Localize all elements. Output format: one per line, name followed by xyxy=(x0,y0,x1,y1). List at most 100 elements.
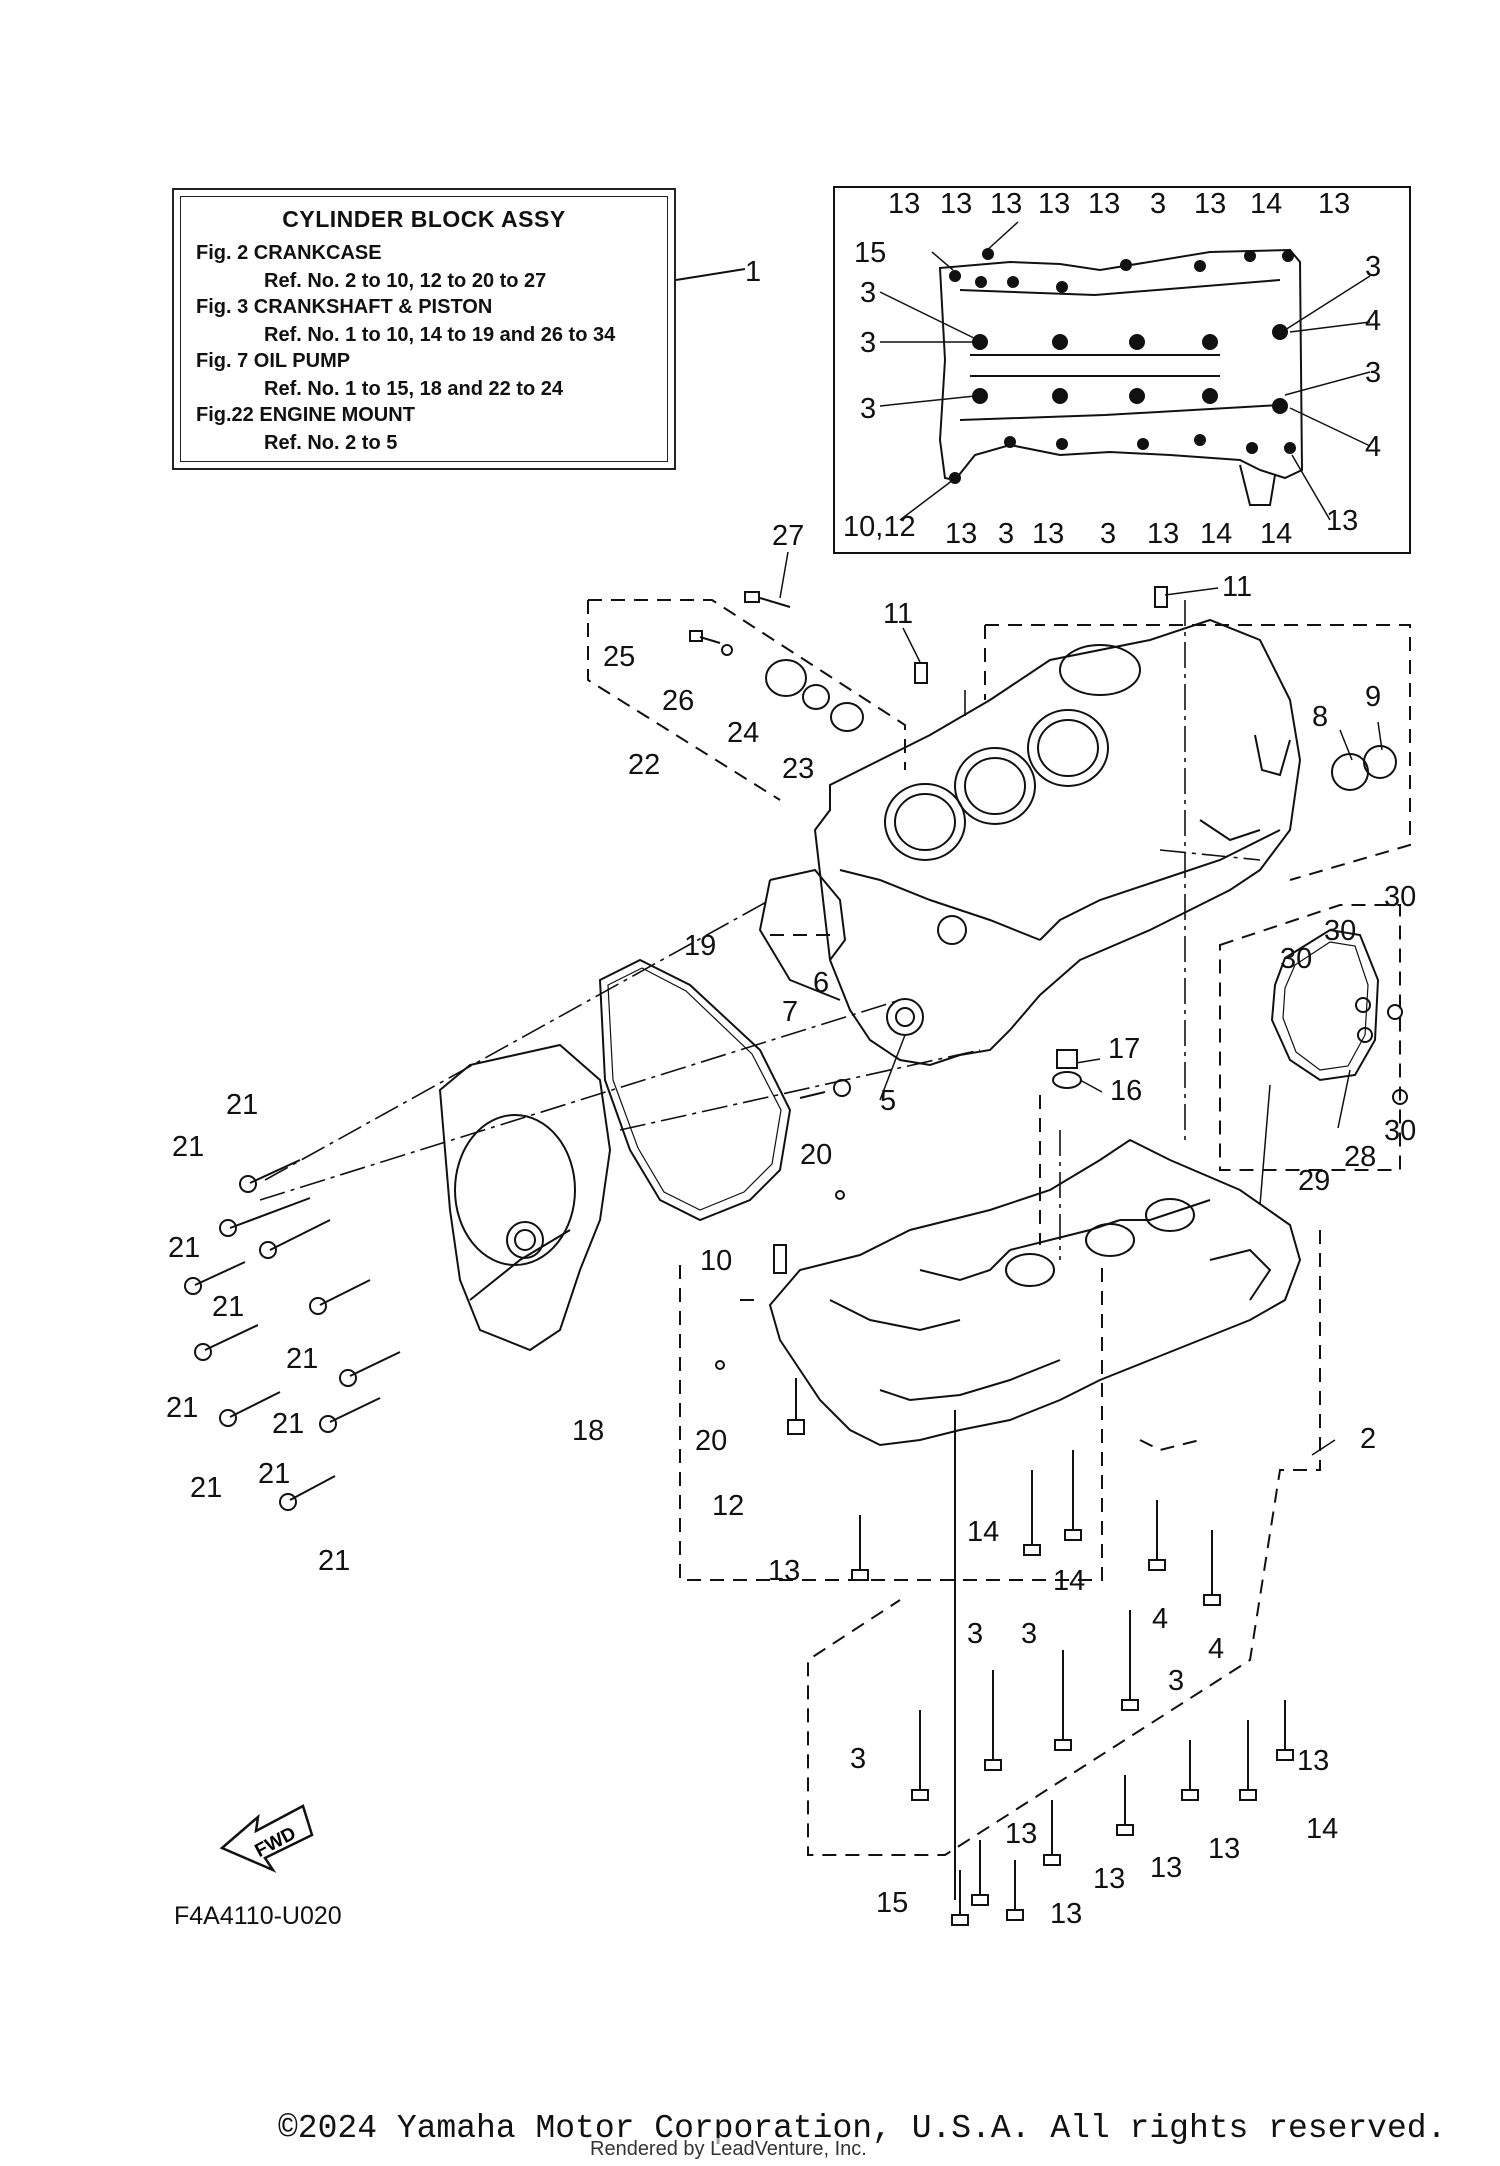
callout-1: 1 xyxy=(745,256,761,288)
inset-crankcase-outline xyxy=(938,248,1304,506)
callout-16: 16 xyxy=(1110,1075,1142,1107)
svg-text:13: 13 xyxy=(1194,188,1226,220)
callout-22: 22 xyxy=(628,749,660,781)
alignment-lines xyxy=(259,600,1261,1260)
svg-text:13: 13 xyxy=(1147,518,1179,550)
lower-crankcase xyxy=(768,1138,1302,1447)
svg-text:14: 14 xyxy=(1260,518,1292,550)
callout-2: 2 xyxy=(1360,1423,1376,1455)
legend-box: CYLINDER BLOCK ASSY Fig. 2 CRANKCASE Ref… xyxy=(172,188,676,470)
callout-29: 29 xyxy=(1298,1165,1330,1197)
svg-text:13: 13 xyxy=(1050,1898,1082,1930)
svg-text:30: 30 xyxy=(1384,1115,1416,1147)
callout-18: 18 xyxy=(572,1415,604,1447)
rendered-by-notice: Rendered by LeadVenture, Inc. xyxy=(590,2138,867,2161)
svg-text:3: 3 xyxy=(967,1618,983,1650)
svg-text:30: 30 xyxy=(1384,881,1416,913)
svg-text:21: 21 xyxy=(212,1291,244,1323)
svg-text:3: 3 xyxy=(1365,357,1381,389)
svg-text:21: 21 xyxy=(258,1458,290,1490)
gasket xyxy=(598,958,792,1222)
svg-text:11: 11 xyxy=(1222,571,1252,603)
callout-4: 4 xyxy=(1365,305,1381,337)
svg-text:14: 14 xyxy=(1200,518,1232,550)
svg-text:13: 13 xyxy=(1326,505,1358,537)
callout-6: 6 xyxy=(813,967,829,999)
svg-text:3: 3 xyxy=(1365,251,1381,283)
svg-text:13: 13 xyxy=(1297,1745,1329,1777)
callout-5: 5 xyxy=(880,1085,896,1117)
oil-seal xyxy=(886,998,924,1036)
cover-plate-inner xyxy=(1282,941,1369,1071)
svg-text:3: 3 xyxy=(850,1743,866,1775)
svg-text:20: 20 xyxy=(695,1425,727,1457)
callout-27: 27 xyxy=(772,520,804,552)
svg-text:21: 21 xyxy=(172,1131,204,1163)
svg-text:13: 13 xyxy=(945,518,977,550)
dashed-groupings xyxy=(587,599,1411,1856)
callout-15: 15 xyxy=(854,237,886,269)
upper-crankcase xyxy=(758,618,1302,1067)
fwd-arrow-icon xyxy=(219,1804,314,1873)
svg-text:3: 3 xyxy=(1168,1665,1184,1697)
callout-3: 3 xyxy=(860,277,876,309)
callout-24: 24 xyxy=(727,717,759,749)
svg-text:21: 21 xyxy=(272,1408,304,1440)
svg-text:13: 13 xyxy=(1005,1818,1037,1850)
callout-17: 17 xyxy=(1108,1033,1140,1065)
callout-10-12: 10,12 xyxy=(843,511,916,543)
svg-text:3: 3 xyxy=(860,327,876,359)
callout-28: 28 xyxy=(1344,1141,1376,1173)
svg-text:13: 13 xyxy=(940,188,972,220)
small-parts xyxy=(689,586,1408,1435)
svg-text:3: 3 xyxy=(1021,1618,1037,1650)
svg-text:14: 14 xyxy=(1053,1565,1085,1597)
reference-code: F4A4110-U020 xyxy=(174,1902,342,1930)
callout-8: 8 xyxy=(1312,701,1328,733)
svg-text:13: 13 xyxy=(1032,518,1064,550)
callout-labels: 1 2 3 3 3 3 3 3 3 3 3 3 3 3 4 4 4 4 5 6 … xyxy=(166,188,1416,1930)
svg-text:13: 13 xyxy=(990,188,1022,220)
svg-text:30: 30 xyxy=(1280,943,1312,975)
svg-text:4: 4 xyxy=(1208,1633,1224,1665)
svg-text:13: 13 xyxy=(768,1555,800,1587)
side-cover xyxy=(438,1043,612,1352)
callout-25: 25 xyxy=(603,641,635,673)
callout-11: 11 xyxy=(883,598,913,630)
svg-text:21: 21 xyxy=(318,1545,350,1577)
side-cover-bolts xyxy=(184,1159,401,1511)
svg-text:14: 14 xyxy=(967,1516,999,1548)
inset-bolt-pattern-box xyxy=(833,186,1411,554)
svg-text:3: 3 xyxy=(1150,188,1166,220)
svg-text:21: 21 xyxy=(166,1392,198,1424)
svg-text:15: 15 xyxy=(876,1887,908,1919)
callout-30: 30 xyxy=(1324,915,1356,947)
svg-text:21: 21 xyxy=(190,1472,222,1504)
svg-text:4: 4 xyxy=(1152,1603,1168,1635)
cover-plate xyxy=(1270,928,1380,1082)
callout-20: 20 xyxy=(800,1139,832,1171)
gasket-inner xyxy=(607,967,782,1211)
lower-crankcase-bolts xyxy=(851,1410,1294,1926)
svg-text:13: 13 xyxy=(1088,188,1120,220)
svg-text:21: 21 xyxy=(168,1232,200,1264)
svg-text:13: 13 xyxy=(1038,188,1070,220)
callout-9: 9 xyxy=(1365,681,1381,713)
inset-bolt-holes xyxy=(949,248,1296,484)
callout-19: 19 xyxy=(684,930,716,962)
callout-12: 12 xyxy=(712,1490,744,1522)
callout-21: 21 xyxy=(226,1089,258,1121)
callout-23: 23 xyxy=(782,753,814,785)
callout-7: 7 xyxy=(782,996,798,1028)
svg-text:3: 3 xyxy=(998,518,1014,550)
callout-14: 14 xyxy=(1250,188,1282,220)
svg-text:13: 13 xyxy=(1150,1852,1182,1884)
svg-text:14: 14 xyxy=(1306,1813,1338,1845)
callout-26: 26 xyxy=(662,685,694,717)
svg-text:21: 21 xyxy=(286,1343,318,1375)
leader-lines xyxy=(779,221,1383,1456)
svg-text:13: 13 xyxy=(1093,1863,1125,1895)
svg-text:3: 3 xyxy=(1100,518,1116,550)
svg-text:3: 3 xyxy=(860,393,876,425)
